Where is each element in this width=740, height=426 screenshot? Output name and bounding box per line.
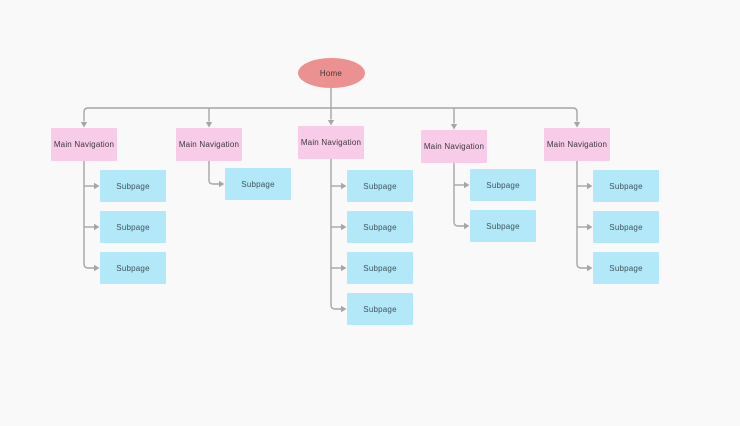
arrowhead-main-1 [80,122,88,128]
node-subpage-1-3-label: Subpage [116,263,150,273]
arrowhead-sub-2-1 [219,180,225,188]
arrowhead-sub-5-3 [587,264,593,272]
node-subpage-3-1[interactable]: Subpage [347,170,413,202]
edge-trunk-4 [453,163,465,227]
node-subpage-3-2-label: Subpage [363,222,397,232]
node-subpage-1-2-label: Subpage [116,222,150,232]
arrowhead-sub-1-3 [94,264,100,272]
arrowhead-main-2 [205,122,213,128]
node-main-navigation-1[interactable]: Main Navigation [51,128,117,161]
node-main-navigation-4-label: Main Navigation [423,142,485,151]
node-subpage-1-3[interactable]: Subpage [100,252,166,284]
node-subpage-1-1-label: Subpage [116,181,150,191]
node-subpage-4-1[interactable]: Subpage [470,169,536,201]
arrowhead-sub-3-2 [341,223,347,231]
edge-trunk-2 [208,161,220,185]
node-main-navigation-5[interactable]: Main Navigation [544,128,610,161]
node-subpage-3-1-label: Subpage [363,181,397,191]
arrowhead-sub-3-1 [341,182,347,190]
arrowhead-main-5 [573,122,581,128]
node-main-navigation-3-label: Main Navigation [300,138,362,147]
node-subpage-2-1[interactable]: Subpage [225,168,291,200]
node-subpage-5-2[interactable]: Subpage [593,211,659,243]
node-subpage-5-1[interactable]: Subpage [593,170,659,202]
node-subpage-3-4[interactable]: Subpage [347,293,413,325]
node-subpage-4-1-label: Subpage [486,180,520,190]
arrowhead-main-4 [450,124,458,130]
node-subpage-1-2[interactable]: Subpage [100,211,166,243]
edge-trunk-1 [83,161,95,269]
node-subpage-3-4-label: Subpage [363,304,397,314]
node-main-navigation-2[interactable]: Main Navigation [176,128,242,161]
node-main-navigation-1-label: Main Navigation [53,140,115,149]
node-subpage-2-1-label: Subpage [241,179,275,189]
node-subpage-4-2-label: Subpage [486,221,520,231]
node-subpage-5-3-label: Subpage [609,263,643,273]
arrowhead-sub-1-2 [94,223,100,231]
arrowhead-sub-4-1 [464,181,470,189]
node-subpage-1-1[interactable]: Subpage [100,170,166,202]
arrowhead-sub-5-2 [587,223,593,231]
node-subpage-5-3[interactable]: Subpage [593,252,659,284]
node-main-navigation-5-label: Main Navigation [546,140,608,149]
arrowhead-main-3 [327,120,335,126]
node-subpage-3-2[interactable]: Subpage [347,211,413,243]
node-subpage-5-1-label: Subpage [609,181,643,191]
node-main-navigation-3[interactable]: Main Navigation [298,126,364,159]
node-subpage-3-3[interactable]: Subpage [347,252,413,284]
node-subpage-5-2-label: Subpage [609,222,643,232]
node-subpage-4-2[interactable]: Subpage [470,210,536,242]
arrowhead-sub-3-4 [341,305,347,313]
node-main-navigation-2-label: Main Navigation [178,140,240,149]
node-subpage-3-3-label: Subpage [363,263,397,273]
arrowhead-sub-5-1 [587,182,593,190]
arrowhead-sub-1-1 [94,182,100,190]
home-label: Home [319,68,343,78]
edge-trunk-5 [576,161,588,269]
edge-trunk-3 [330,159,342,310]
edge-bus [83,107,578,113]
arrowhead-sub-4-2 [464,222,470,230]
arrowhead-sub-3-3 [341,264,347,272]
node-main-navigation-4[interactable]: Main Navigation [421,130,487,163]
node-home[interactable]: Home [297,58,365,88]
